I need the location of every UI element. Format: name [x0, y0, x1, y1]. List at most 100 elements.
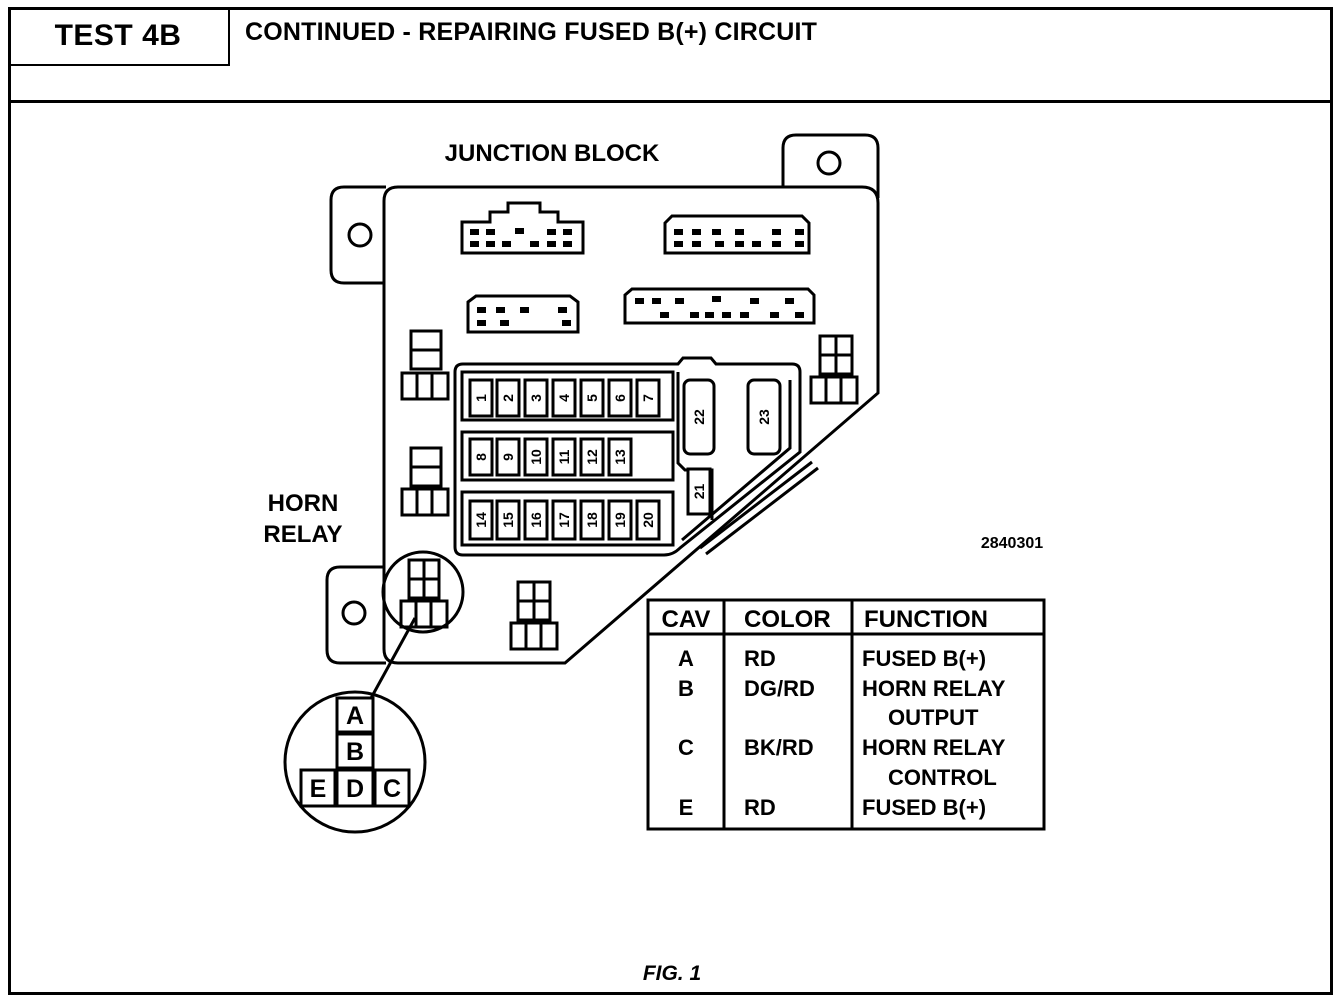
- fuse-5: 5: [579, 378, 605, 418]
- fuse-22-label: 22: [691, 409, 707, 425]
- cavity-d-label: D: [346, 775, 364, 803]
- fuse-16: 16: [523, 499, 549, 541]
- fuse-9-label: 9: [500, 453, 516, 461]
- fuse-18-label: 18: [584, 512, 600, 528]
- fuse-10-label: 10: [528, 449, 544, 465]
- fuse-4-label: 4: [556, 394, 572, 402]
- fuse-13: 13: [607, 437, 633, 477]
- cavity-c-label: C: [383, 775, 401, 803]
- mounting-tab-upper-left: [329, 185, 386, 285]
- fuse-12-label: 12: [584, 449, 600, 465]
- fuse-2: 2: [495, 378, 521, 418]
- fuse-9: 9: [495, 437, 521, 477]
- fuse-22: 22: [682, 378, 716, 456]
- fuse-12: 12: [579, 437, 605, 477]
- table-row-a-function: FUSED B(+): [862, 646, 986, 671]
- callout-leader: [368, 617, 417, 701]
- fuse-3: 3: [523, 378, 549, 418]
- fuse-10: 10: [523, 437, 549, 477]
- fuse-19: 19: [607, 499, 633, 541]
- fuse-16-label: 16: [528, 512, 544, 528]
- page-frame: [8, 7, 1333, 995]
- fuse-4: 4: [551, 378, 577, 418]
- fuse-15-label: 15: [500, 512, 516, 528]
- horn-relay-highlight: [381, 550, 465, 634]
- relay-socket-4: [509, 580, 559, 651]
- fuse-2-label: 2: [500, 394, 516, 402]
- test-number-box: TEST 4B: [8, 7, 230, 66]
- header-rule: [8, 100, 1333, 103]
- figure-caption: FIG. 1: [642, 962, 702, 985]
- fuse-6-label: 6: [612, 394, 628, 402]
- test-number: TEST 4B: [54, 18, 182, 52]
- fuse-15: 15: [495, 499, 521, 541]
- connector-top-left: [460, 201, 585, 255]
- horn-relay-magnifier: [283, 690, 427, 834]
- table-header-function: FUNCTION: [864, 606, 988, 633]
- fuse-8-label: 8: [473, 453, 489, 461]
- junction-block-label: JUNCTION BLOCK: [445, 140, 660, 167]
- fuse-23-label: 23: [756, 409, 772, 425]
- connector-mid-left: [466, 294, 580, 334]
- table-header-color: COLOR: [744, 606, 831, 633]
- mounting-tab-upper-right: [781, 133, 880, 198]
- table-row-a-cav: A: [678, 646, 694, 671]
- table-row-c-color: BK/RD: [744, 735, 814, 760]
- table-row-a-color: RD: [744, 646, 776, 671]
- horn-relay-label-line2: RELAY: [263, 521, 342, 548]
- fuse-11: 11: [551, 437, 577, 477]
- table-row-b-function: HORN RELAY: [862, 676, 1006, 701]
- fuse-panel: [453, 356, 819, 557]
- fuse-19-label: 19: [612, 512, 628, 528]
- part-number: 2840301: [981, 535, 1043, 552]
- horn-relay-label-line1: HORN: [268, 490, 339, 517]
- table-row-b-color: DG/RD: [744, 676, 815, 701]
- mounting-tab-lower-left: [325, 565, 386, 665]
- relay-socket-2: [400, 446, 450, 517]
- fuse-14-label: 14: [473, 512, 489, 528]
- fuse-7-label: 7: [640, 394, 656, 402]
- table-row-e-cav: E: [679, 795, 694, 820]
- cavity-c: C: [373, 768, 411, 808]
- table-row-e-function: FUSED B(+): [862, 795, 986, 820]
- cavity-a-label: A: [346, 702, 364, 730]
- horn-relay-socket: [399, 558, 449, 629]
- fuse-21: 21: [686, 467, 712, 516]
- cavity-e: E: [299, 768, 337, 808]
- cavity-e-label: E: [310, 775, 327, 803]
- procedure-title: CONTINUED - REPAIRING FUSED B(+) CIRCUIT: [245, 18, 818, 46]
- fuse-14: 14: [468, 499, 494, 541]
- fuse-17-label: 17: [556, 512, 572, 528]
- cavity-b: B: [335, 732, 375, 770]
- table-row-e-color: RD: [744, 795, 776, 820]
- fuse-6: 6: [607, 378, 633, 418]
- fuse-21-label: 21: [691, 484, 707, 500]
- cavity-d: D: [335, 768, 375, 808]
- fuse-20: 20: [635, 499, 661, 541]
- relay-socket-1: [400, 329, 450, 401]
- cavity-a: A: [335, 696, 375, 734]
- fuse-5-label: 5: [584, 394, 600, 402]
- connector-top-right: [663, 214, 811, 255]
- connector-mid-right: [623, 287, 816, 325]
- fuse-11-label: 11: [556, 449, 572, 464]
- table-row-b-function-cont: OUTPUT: [888, 705, 979, 730]
- cavity-table: CAV COLOR FUNCTION A RD FUSED B(+) B DG/…: [646, 598, 1046, 831]
- fuse-13-label: 13: [612, 449, 628, 465]
- table-row-b-cav: B: [678, 676, 694, 701]
- fuse-7: 7: [635, 378, 661, 418]
- table-row-c-function-cont: CONTROL: [888, 765, 997, 790]
- fuse-1: 1: [468, 378, 494, 418]
- table-header-cav: CAV: [662, 606, 711, 633]
- fuse-20-label: 20: [640, 512, 656, 528]
- cavity-b-label: B: [346, 738, 364, 766]
- junction-block-body: [382, 185, 880, 665]
- fuse-8: 8: [468, 437, 494, 477]
- fuse-18: 18: [579, 499, 605, 541]
- fuse-23: 23: [746, 378, 782, 456]
- table-row-c-cav: C: [678, 735, 694, 760]
- relay-socket-3: [809, 334, 859, 405]
- fuse-1-label: 1: [473, 394, 489, 402]
